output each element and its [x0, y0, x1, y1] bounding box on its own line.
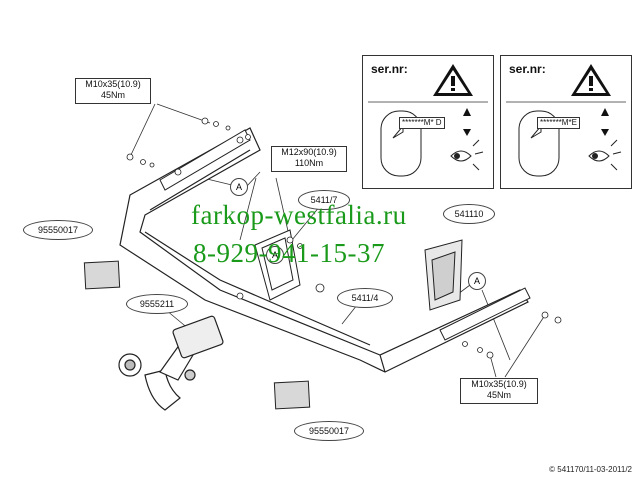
bolt-spec-bottom-right: M10x35(10.9) 45Nm: [460, 378, 538, 404]
part-label-5411-4: 5411/4: [337, 288, 393, 308]
bolt-spec-size: M12x90(10.9): [281, 147, 337, 157]
warning-icon: [433, 64, 473, 96]
part-label-541110: 541110: [443, 204, 495, 224]
serial-panel-2: ser.nr: *******M*E: [500, 55, 632, 189]
watermark-phone: 8-929-941-15-37: [193, 238, 385, 268]
watermark-site: farkop-westfalia.ru: [191, 200, 407, 230]
callout-a: A: [266, 246, 284, 264]
serial-panel-title: ser.nr:: [509, 62, 546, 76]
warning-icon: [571, 64, 611, 96]
part-label-5411-7: 5411/7: [298, 190, 350, 210]
bolt-spec-torque: 110Nm: [294, 158, 324, 168]
tow-ball-assembly: [118, 315, 224, 411]
bolt-spec-center: M12x90(10.9) 110Nm: [271, 146, 347, 172]
bolt-spec-size: M10x35(10.9): [471, 379, 527, 389]
bolts: [126, 117, 562, 359]
serial-code: *******M*E: [537, 117, 580, 129]
bolt-spec-top-left: M10x35(10.9) 45Nm: [75, 78, 151, 104]
part-label-95550017-bottom: 95550017: [294, 421, 364, 441]
callout-a: A: [468, 272, 486, 290]
electrical-plates: [83, 260, 311, 410]
serial-panel-1: ser.nr: *******M* D: [362, 55, 494, 189]
bolt-spec-size: M10x35(10.9): [85, 79, 141, 89]
crossbar-beam: [119, 127, 529, 373]
eye-icon: [450, 139, 484, 171]
callout-a: A: [230, 178, 248, 196]
serial-panel-title: ser.nr:: [371, 62, 408, 76]
right-mounting-plate: [439, 287, 531, 341]
part-label-95550017-left: 95550017: [23, 220, 93, 240]
copyright-text: © 541170/11-03-2011/2: [549, 465, 632, 474]
bolt-spec-torque: 45Nm: [486, 390, 511, 400]
bolt-spec-torque: 45Nm: [100, 90, 125, 100]
serial-code: *******M* D: [399, 117, 445, 129]
part-label-9555211: 9555211: [126, 294, 188, 314]
eye-icon: [588, 139, 622, 171]
left-mounting-plate: [159, 129, 251, 191]
side-bracket: [424, 239, 463, 311]
